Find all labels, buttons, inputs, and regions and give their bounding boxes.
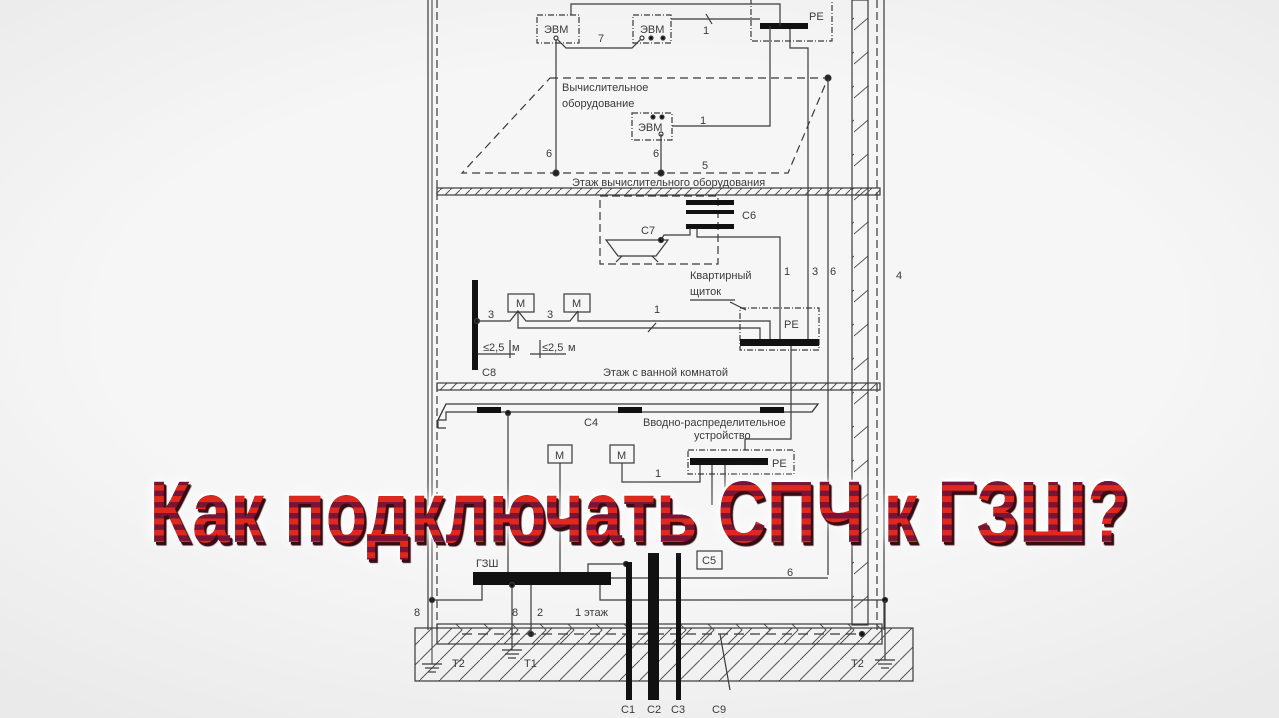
c5-label: C5 (702, 555, 716, 567)
wire-label-6b: 6 (653, 148, 659, 160)
c4-label: C4 (584, 417, 598, 429)
wire-label-4: 4 (896, 270, 902, 282)
wire-label-1a: 1 (703, 25, 709, 37)
m-label-2: M (572, 298, 581, 310)
wire-label-8a: 8 (414, 607, 420, 619)
wire-label-6c: 6 (787, 567, 793, 579)
panel-label-2: щиток (690, 286, 721, 298)
wire-label-3a: 3 (488, 309, 494, 321)
m-label-1: M (516, 298, 525, 310)
evm-label-2: ЭВМ (640, 24, 664, 36)
page-title: Как подключать СПЧ к ГЗШ? Как подключать… (150, 468, 1130, 555)
t2-label-right: T2 (851, 658, 864, 670)
wire-label-3-riser: 3 (812, 266, 818, 278)
ground-symbol-t1 (502, 649, 522, 659)
c9-label: C9 (712, 704, 726, 716)
computing-area-label-1: Вычислительное (562, 82, 648, 94)
m-label-3: M (555, 450, 564, 462)
wire-label-1b: 1 (700, 115, 706, 127)
ground-symbol-right (875, 659, 895, 669)
pe-label-vru: PE (772, 458, 787, 470)
pe-label-apartment: PE (784, 319, 799, 331)
pe-label-top: PE (809, 11, 824, 23)
title-overlay: Как подключать СПЧ к ГЗШ? Как подключать… (0, 462, 1279, 562)
m-label-4: M (617, 450, 626, 462)
c8-label: C8 (482, 367, 496, 379)
vru-label-1: Вводно-распределительное (643, 417, 786, 429)
evm-label-1: ЭВМ (544, 24, 568, 36)
floor-label-ground: 1 этаж (575, 607, 609, 619)
c3-label: C3 (671, 704, 685, 716)
t1-label: T1 (524, 658, 537, 670)
c6-label: C6 (742, 210, 756, 222)
title-text: Как подключать СПЧ к ГЗШ? (149, 462, 1130, 562)
wire-label-6a: 6 (546, 148, 552, 160)
gzsh-label: ГЗШ (476, 558, 498, 570)
distance-unit-2: м (568, 342, 576, 354)
floor-label-bathroom: Этаж с ванной комнатой (603, 367, 728, 379)
ground-symbol-left (422, 663, 442, 673)
wire-label-7: 7 (598, 33, 604, 45)
distance-label-1: ≤2,5 (483, 342, 504, 354)
c1-label: C1 (621, 704, 635, 716)
c7-label: C7 (641, 225, 655, 237)
vru-label-2: устройство (694, 430, 751, 442)
evm-label-3: ЭВМ (638, 122, 662, 134)
wire-label-1-riser: 1 (784, 266, 790, 278)
distance-label-2: ≤2,5 (542, 342, 563, 354)
t2-label-left: T2 (452, 658, 465, 670)
floor-label-computing: Этаж вычислительного оборудования (572, 177, 765, 189)
wire-label-2: 2 (537, 607, 543, 619)
c2-label: C2 (647, 704, 661, 716)
wire-label-8b: 8 (512, 607, 518, 619)
wire-label-3b: 3 (547, 309, 553, 321)
title-shadow: Как подключать СПЧ к ГЗШ? (150, 468, 1130, 555)
wire-label-6-riser: 6 (830, 266, 836, 278)
wire-label-5: 5 (702, 160, 708, 172)
panel-label-1: Квартирный (690, 270, 752, 282)
wire-label-1c: 1 (654, 304, 660, 316)
wire-label-1d: 1 (655, 468, 661, 480)
distance-unit-1: м (512, 342, 520, 354)
computing-area-label-2: оборудование (562, 98, 634, 110)
